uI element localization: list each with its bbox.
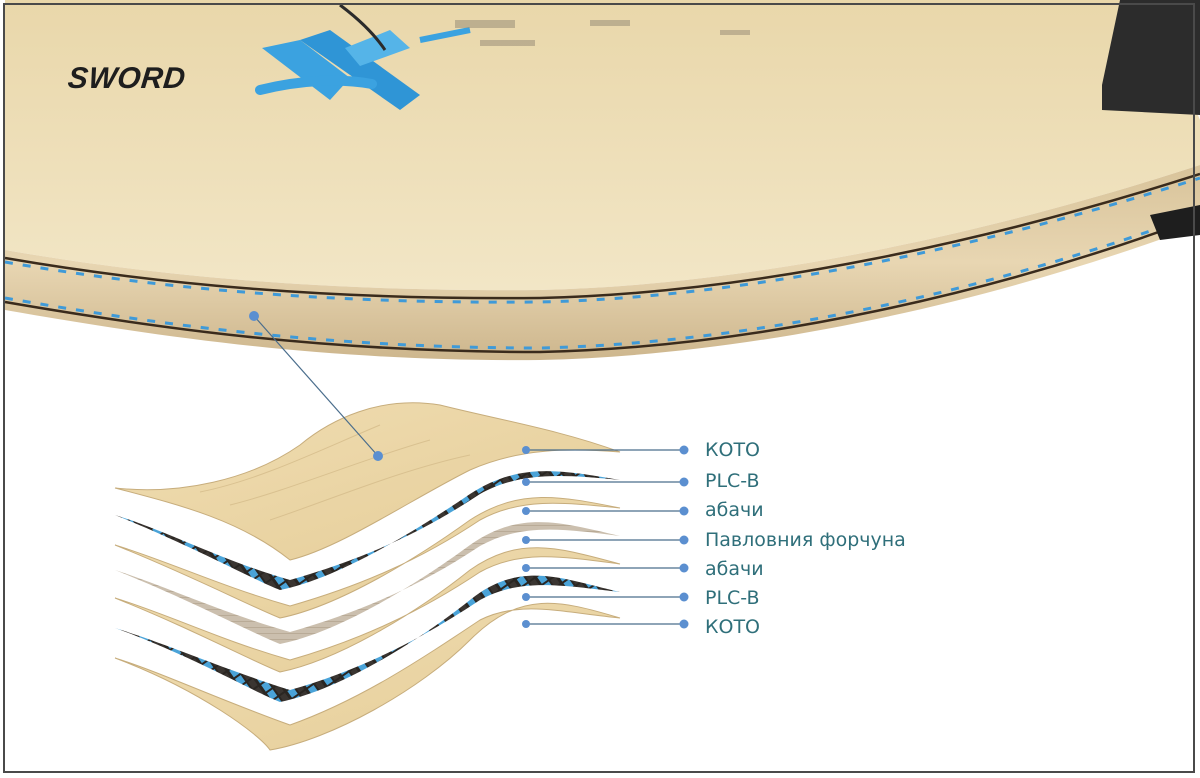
layer-label-4: Павловния форчуна [705,529,906,551]
brand-logo: SWORD [66,62,188,95]
handle-block [1102,0,1200,115]
layer-label-1: КОТО [705,439,761,461]
blade-logo-mark [255,3,471,110]
layer-stack [114,402,621,751]
blade-edge [5,165,1200,361]
layer-label-7: КОТО [705,616,761,638]
callout-connector [249,311,383,461]
layer-label-3: абачи [705,499,764,521]
layer-label-6: PLC-B [705,587,760,609]
layer-leaders [522,445,689,629]
layer-label-5: абачи [705,558,764,580]
layer-label-2: PLC-B [705,470,760,492]
